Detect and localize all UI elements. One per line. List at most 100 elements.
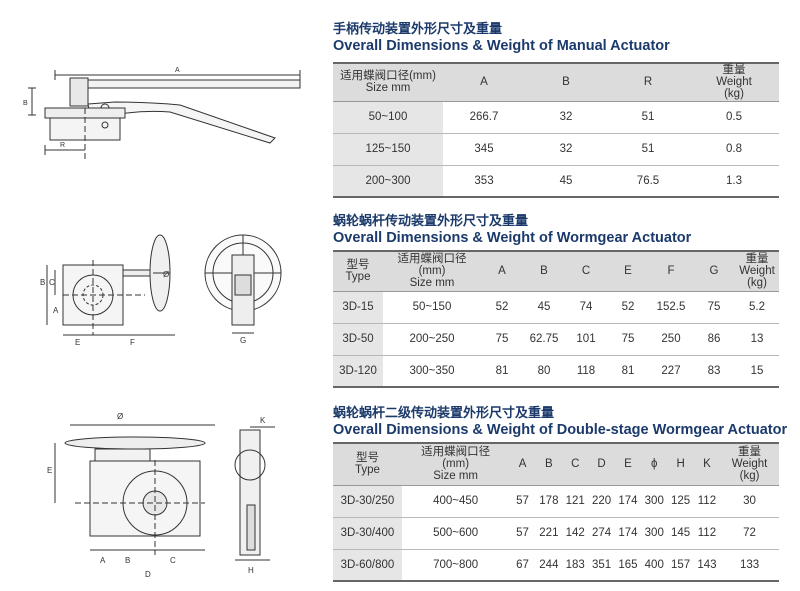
header-a: A bbox=[481, 251, 523, 292]
cell-weight: 15 bbox=[735, 354, 779, 387]
header-b: B bbox=[535, 443, 563, 486]
cell-b: 244 bbox=[535, 548, 563, 581]
cell-a: 345 bbox=[443, 132, 525, 165]
wormgear-title-en: Overall Dimensions & Weight of Wormgear … bbox=[333, 230, 692, 246]
dim-e-label: E bbox=[75, 338, 80, 347]
dim-d-label: D bbox=[145, 570, 151, 579]
cell-e: 174 bbox=[614, 484, 642, 517]
cell-e: 174 bbox=[614, 516, 642, 549]
cell-type: 3D-60/800 bbox=[333, 548, 402, 581]
dim-k-label: K bbox=[260, 416, 266, 425]
manual-title-cn: 手柄传动装置外形尺寸及重量 bbox=[333, 22, 503, 37]
cell-size: 400~450 bbox=[401, 484, 510, 517]
cell-e: 75 bbox=[607, 322, 649, 355]
cell-size: 200~300 bbox=[333, 164, 443, 197]
cell-r: 51 bbox=[607, 100, 689, 133]
cell-type: 3D-30/250 bbox=[333, 484, 402, 517]
cell-h: 157 bbox=[667, 548, 694, 581]
cell-size: 50~150 bbox=[383, 290, 481, 323]
cell-h: 145 bbox=[667, 516, 694, 549]
table-row: 3D-15 50~150 52 45 74 52 152.5 75 5.2 bbox=[333, 290, 779, 323]
cell-a: 67 bbox=[509, 548, 536, 581]
wormgear-title-cn: 蜗轮蜗杆传动装置外形尺寸及重量 bbox=[333, 214, 529, 229]
cell-c: 142 bbox=[562, 516, 589, 549]
cell-c: 101 bbox=[565, 322, 607, 355]
cell-size: 125~150 bbox=[333, 132, 443, 165]
cell-a: 75 bbox=[481, 322, 523, 355]
dim-a-label: A bbox=[100, 556, 106, 565]
cell-type: 3D-30/400 bbox=[333, 516, 402, 549]
cell-k: 143 bbox=[693, 548, 721, 581]
dim-g-label: G bbox=[240, 336, 246, 345]
cell-phi: 400 bbox=[641, 548, 668, 581]
header-c: C bbox=[565, 251, 607, 292]
cell-f: 250 bbox=[649, 322, 693, 355]
header-h: H bbox=[667, 443, 694, 486]
cell-b: 32 bbox=[525, 100, 607, 133]
dim-a-label: A bbox=[53, 306, 59, 315]
manual-title-en: Overall Dimensions & Weight of Manual Ac… bbox=[333, 38, 670, 54]
header-c: C bbox=[562, 443, 589, 486]
header-r: R bbox=[607, 63, 689, 102]
cell-weight: 1.3 bbox=[689, 164, 779, 197]
manual-section-title: 手柄传动装置外形尺寸及重量 Overall Dimensions & Weigh… bbox=[333, 22, 670, 55]
dim-b-label: B bbox=[23, 100, 28, 107]
header-size: 适用蝶阀口径(mm)Size mm bbox=[401, 443, 510, 486]
cell-g: 75 bbox=[693, 290, 735, 323]
cell-f: 152.5 bbox=[649, 290, 693, 323]
manual-actuator-drawing: A B R bbox=[23, 67, 301, 160]
cell-a: 81 bbox=[481, 354, 523, 387]
cell-c: 74 bbox=[565, 290, 607, 323]
cell-a: 266.7 bbox=[443, 100, 525, 133]
cell-size: 50~100 bbox=[333, 100, 443, 133]
cell-size: 700~800 bbox=[401, 548, 510, 581]
table-row: 50~100 266.7 32 51 0.5 bbox=[333, 100, 779, 133]
cell-weight: 0.8 bbox=[689, 132, 779, 165]
cell-g: 83 bbox=[693, 354, 735, 387]
cell-r: 76.5 bbox=[607, 164, 689, 197]
cell-type: 3D-15 bbox=[333, 290, 383, 323]
header-e: E bbox=[614, 443, 642, 486]
dim-c-label: C bbox=[49, 278, 55, 287]
cell-size: 500~600 bbox=[401, 516, 510, 549]
cell-c: 118 bbox=[565, 354, 607, 387]
table-row: 3D-60/800 700~800 67 244 183 351 165 400… bbox=[333, 548, 779, 581]
cell-r: 51 bbox=[607, 132, 689, 165]
cell-type: 3D-50 bbox=[333, 322, 383, 355]
cell-f: 227 bbox=[649, 354, 693, 387]
cell-b: 45 bbox=[525, 164, 607, 197]
table-row: 3D-30/250 400~450 57 178 121 220 174 300… bbox=[333, 484, 779, 517]
cell-phi: 300 bbox=[641, 484, 668, 517]
cell-c: 121 bbox=[562, 484, 589, 517]
cell-k: 112 bbox=[693, 516, 721, 549]
table-row: 3D-120 300~350 81 80 118 81 227 83 15 bbox=[333, 354, 779, 387]
wormgear-actuator-drawing: A B C E F G Ø bbox=[40, 234, 282, 347]
table-row: 3D-50 200~250 75 62.75 101 75 250 86 13 bbox=[333, 322, 779, 355]
header-size: 适用蝶阀口径(mm)Size mm bbox=[383, 251, 481, 292]
dim-phi-label: Ø bbox=[117, 412, 123, 421]
double-stage-actuator-drawing: Ø E A B C D K H bbox=[47, 412, 275, 579]
cell-a: 52 bbox=[481, 290, 523, 323]
cell-size: 200~250 bbox=[383, 322, 481, 355]
header-a: A bbox=[509, 443, 536, 486]
cell-weight: 30 bbox=[720, 484, 779, 517]
cell-a: 353 bbox=[443, 164, 525, 197]
dim-h-label: H bbox=[248, 566, 254, 575]
dim-phi-label: Ø bbox=[163, 270, 169, 279]
cell-size: 300~350 bbox=[383, 354, 481, 387]
dim-c-label: C bbox=[170, 556, 176, 565]
cell-c: 183 bbox=[562, 548, 589, 581]
double-title-en: Overall Dimensions & Weight of Double-st… bbox=[333, 422, 788, 438]
cell-weight: 13 bbox=[735, 322, 779, 355]
cell-weight: 5.2 bbox=[735, 290, 779, 323]
header-k: K bbox=[693, 443, 721, 486]
cell-phi: 300 bbox=[641, 516, 668, 549]
dim-a-label: A bbox=[175, 67, 180, 74]
cell-k: 112 bbox=[693, 484, 721, 517]
cell-d: 351 bbox=[588, 548, 615, 581]
